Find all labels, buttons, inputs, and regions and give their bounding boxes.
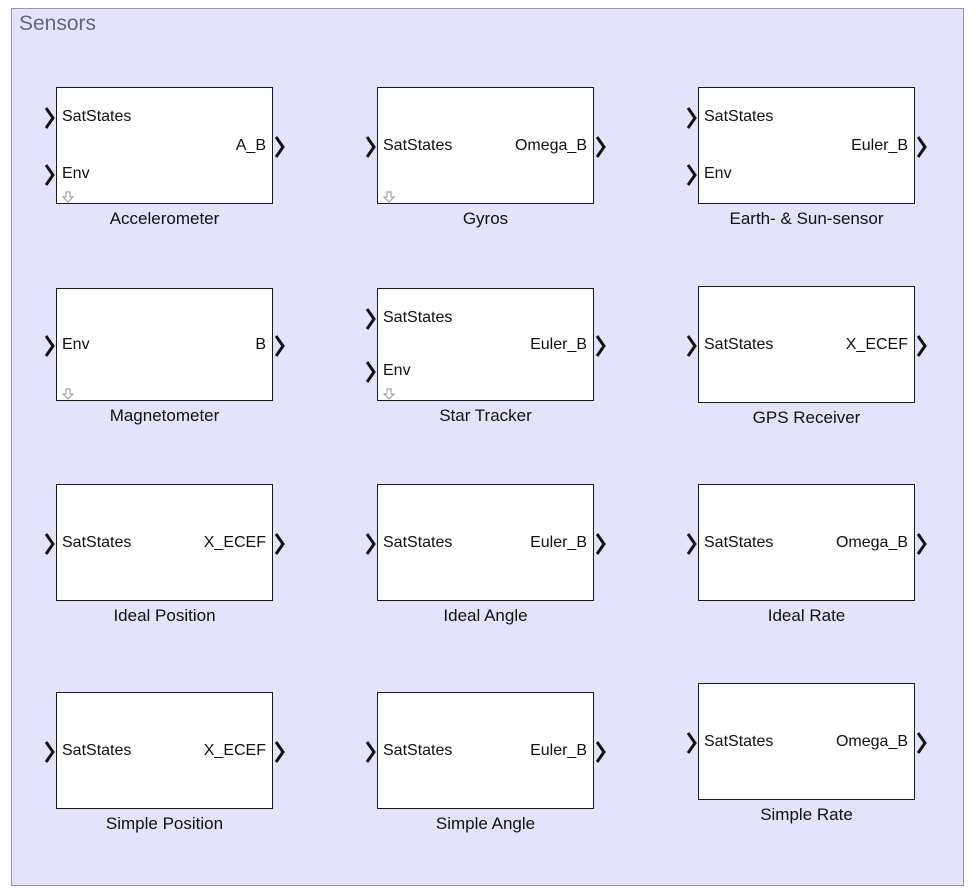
input-port-label: SatStates (383, 741, 453, 759)
down-arrow-icon (382, 387, 396, 400)
input-port-icon[interactable] (366, 135, 376, 158)
input-port-label: Env (62, 165, 90, 182)
input-port-icon[interactable] (45, 532, 55, 555)
block-name: GPS Receiver (752, 408, 861, 427)
output-port-icon[interactable] (917, 334, 927, 357)
output-port-label: Omega_B (514, 136, 587, 154)
input-port-icon[interactable] (366, 740, 376, 763)
block-name: Accelerometer (109, 209, 220, 228)
block-name: Ideal Angle (443, 606, 528, 625)
block-gps-receiver[interactable]: SatStates X_ECEF (687, 286, 927, 403)
output-port-icon[interactable] (275, 532, 285, 555)
output-port-icon[interactable] (917, 532, 927, 555)
block-name: Ideal Rate (767, 606, 846, 625)
block-simple-rate[interactable]: SatStates Omega_B (687, 683, 927, 800)
input-port-label: SatStates (704, 335, 774, 353)
input-port-label: SatStates (62, 533, 132, 551)
input-port-label: SatStates (62, 741, 132, 759)
output-port-icon[interactable] (596, 532, 606, 555)
input-port-icon[interactable] (687, 334, 697, 357)
output-port-label: X_ECEF (203, 741, 266, 759)
block-name: Simple Position (105, 814, 224, 833)
output-port-label: Euler_B (851, 136, 908, 154)
block-name: Star Tracker (439, 406, 532, 425)
input-port-label: Env (383, 362, 411, 379)
output-port-label: Omega_B (835, 732, 908, 750)
output-port-label: A_B (235, 136, 266, 154)
block-name: Earth- & Sun-sensor (729, 209, 884, 228)
input-port-icon[interactable] (687, 532, 697, 555)
input-port-label: SatStates (62, 108, 132, 125)
block-name: Simple Rate (760, 805, 853, 824)
output-port-label: X_ECEF (845, 335, 908, 353)
input-port-icon[interactable] (45, 107, 55, 129)
input-port-label: SatStates (704, 533, 774, 551)
block-name: Ideal Position (113, 606, 216, 625)
input-port-icon[interactable] (45, 164, 55, 186)
output-port-icon[interactable] (917, 731, 927, 754)
area-title: Sensors (19, 12, 97, 35)
down-arrow-icon (61, 190, 75, 203)
block-gyros[interactable]: SatStates Omega_B (366, 87, 606, 204)
input-port-label: SatStates (704, 732, 774, 750)
output-port-icon[interactable] (596, 740, 606, 763)
input-port-icon[interactable] (45, 334, 55, 357)
output-port-label: Euler_B (530, 741, 587, 759)
output-port-label: Euler_B (530, 335, 587, 353)
block-name: Gyros (462, 209, 509, 228)
input-port-icon[interactable] (687, 731, 697, 754)
output-port-icon[interactable] (275, 135, 285, 158)
input-port-icon[interactable] (366, 361, 376, 383)
output-port-icon[interactable] (275, 334, 285, 357)
block-ideal-rate[interactable]: SatStates Omega_B (687, 484, 927, 601)
input-port-label: Env (704, 165, 732, 182)
block-name: Simple Angle (435, 814, 536, 833)
input-port-icon[interactable] (687, 107, 697, 129)
output-port-label: Euler_B (530, 533, 587, 551)
down-arrow-icon (61, 387, 75, 400)
output-port-label: B (255, 335, 266, 353)
input-port-label: Env (62, 335, 90, 353)
block-magnetometer[interactable]: Env B (45, 288, 285, 401)
block-simple-position[interactable]: SatStates X_ECEF (45, 692, 285, 809)
output-port-icon[interactable] (917, 135, 927, 158)
output-port-label: Omega_B (835, 533, 908, 551)
input-port-icon[interactable] (366, 532, 376, 555)
input-port-icon[interactable] (687, 164, 697, 186)
input-port-label: SatStates (383, 136, 453, 154)
block-ideal-angle[interactable]: SatStates Euler_B (366, 484, 606, 601)
input-port-label: SatStates (383, 309, 453, 326)
down-arrow-icon (382, 190, 396, 203)
input-port-icon[interactable] (45, 740, 55, 763)
output-port-icon[interactable] (596, 135, 606, 158)
output-port-label: X_ECEF (203, 533, 266, 551)
block-name: Magnetometer (109, 406, 220, 425)
block-simple-angle[interactable]: SatStates Euler_B (366, 692, 606, 809)
input-port-icon[interactable] (366, 308, 376, 330)
output-port-icon[interactable] (596, 334, 606, 357)
input-port-label: SatStates (383, 533, 453, 551)
block-ideal-position[interactable]: SatStates X_ECEF (45, 484, 285, 601)
input-port-label: SatStates (704, 108, 774, 125)
output-port-icon[interactable] (275, 740, 285, 763)
